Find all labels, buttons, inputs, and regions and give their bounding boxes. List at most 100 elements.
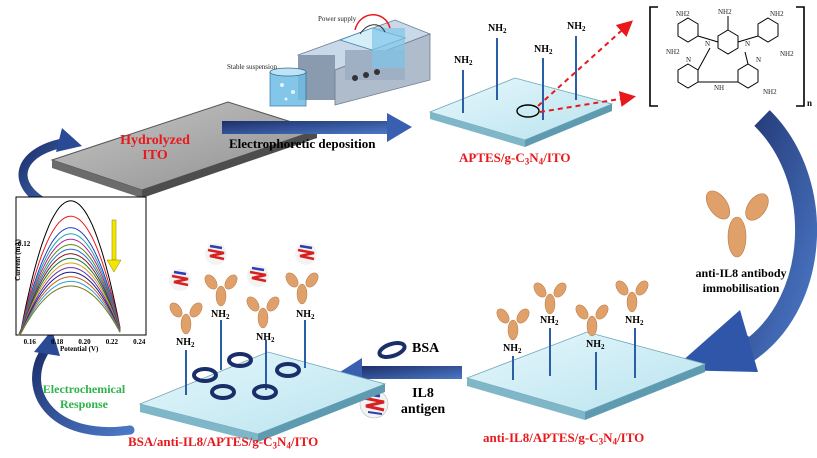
chem-n: N	[705, 40, 711, 48]
chem-n: N	[756, 56, 762, 64]
nh2-main: NH	[625, 315, 640, 326]
chem-n: N	[686, 56, 692, 64]
nh2-main: NH	[503, 343, 518, 354]
nh2-sub: 2	[226, 312, 230, 321]
bsa-legend-ring	[377, 341, 407, 359]
polymer-structure	[649, 6, 805, 107]
bsa-legend-label: BSA	[412, 341, 440, 356]
chem-nh2: NH2	[676, 10, 690, 18]
chem-n: N	[745, 40, 751, 48]
nh2-sub: 2	[503, 26, 507, 35]
nh2-label: NH2	[567, 21, 586, 32]
nh2-label: NH2	[503, 343, 522, 354]
hydrolyzed-ito-label: Hydrolyzed ITO	[110, 133, 200, 163]
bsa-label-end: /ITO	[290, 434, 319, 449]
nh2-main: NH	[256, 332, 271, 343]
hydrolyzed-line2: ITO	[142, 148, 168, 163]
nh2-sub: 2	[640, 318, 644, 327]
cv-curve	[18, 262, 121, 336]
nh2-main: NH	[540, 315, 555, 326]
cv-curve	[18, 233, 121, 336]
il8-antigen-label: IL8 antigen	[398, 386, 448, 418]
nh2-label: NH2	[176, 337, 195, 348]
cv-curve	[18, 280, 121, 336]
electrophoresis-apparatus	[269, 14, 432, 107]
stable-suspension-label: Stable suspension	[227, 63, 277, 71]
cv-curve	[18, 271, 121, 336]
nh2-label: NH2	[211, 309, 230, 320]
anti-il8-label-sub2: 4	[612, 436, 618, 447]
cv-curve	[18, 267, 121, 336]
nh2-main: NH	[176, 337, 191, 348]
nh2-main: NH	[454, 55, 469, 66]
cv-curve	[18, 253, 121, 336]
nh2-sub: 2	[555, 318, 559, 327]
aptes-label-mid: N	[529, 150, 539, 165]
chem-nh2: NH2	[780, 50, 794, 58]
nh2-sub: 2	[191, 340, 195, 349]
nh2-main: NH	[211, 309, 226, 320]
bsa-label: BSA/anti-IL8/APTES/g-C3N4/ITO	[128, 434, 318, 450]
bsa-label-main: BSA/anti-IL8/APTES/g-C	[128, 434, 273, 449]
nh2-label: NH2	[296, 309, 315, 320]
cv-curve	[18, 215, 121, 336]
aptes-plate	[428, 36, 614, 147]
cv-curve	[18, 257, 121, 336]
x-tick-label: 0.16	[24, 338, 37, 346]
x-tick-label: 0.22	[106, 338, 119, 346]
nh2-main: NH	[534, 44, 549, 55]
nh2-label: NH2	[488, 23, 507, 34]
decrease-arrow-head	[106, 259, 122, 273]
nh2-label: NH2	[256, 332, 275, 343]
bsa-plate	[138, 320, 387, 442]
bsa-label-sub1: 3	[272, 440, 278, 451]
cv-curve	[18, 244, 121, 336]
aptes-label-main: APTES/g-C	[459, 150, 525, 165]
nh2-label: NH2	[454, 55, 473, 66]
y-tick-label: 0.12	[18, 240, 31, 248]
cv-curve	[18, 276, 121, 336]
cv-curve	[18, 238, 121, 336]
aptes-label-sub1: 3	[524, 156, 530, 167]
attached-antibodies-right	[496, 280, 649, 341]
x-tick-label: 0.24	[133, 338, 146, 346]
electrochem-line1: Electrochemical	[42, 382, 126, 396]
electrophoretic-label: Electrophoretic deposition	[229, 136, 376, 151]
curved-arrow-bottom-left	[32, 345, 135, 436]
bsa-label-mid: N	[277, 434, 287, 449]
anti-il8-label-mid: N	[603, 430, 613, 445]
attached-antibodies-left	[169, 272, 319, 335]
chart-xlabel: Potential (V)	[60, 345, 99, 353]
nh2-sub: 2	[311, 312, 315, 321]
nh2-sub: 2	[518, 346, 522, 355]
nh2-label: NH2	[586, 339, 605, 350]
floating-antibody	[705, 190, 769, 258]
nh2-main: NH	[296, 309, 311, 320]
bound-antigens	[169, 243, 317, 291]
anti-il8-plate	[465, 328, 707, 420]
nh2-main: NH	[488, 23, 503, 34]
nh2-label: NH2	[540, 315, 559, 326]
chem-nh2: NH2	[718, 8, 732, 16]
nh2-sub: 2	[582, 24, 586, 33]
antibody-line2: immobilisation	[702, 281, 780, 295]
chem-nh2: NH2	[666, 48, 680, 56]
cv-curve	[18, 200, 121, 336]
il8-line2: antigen	[400, 402, 446, 417]
decrease-arrow-shaft	[111, 219, 117, 261]
chart-ylabel: Current (mA)	[14, 239, 22, 281]
il8-line1: IL8	[412, 386, 434, 401]
hydrolyzed-line1: Hydrolyzed	[120, 133, 190, 148]
bsa-label-sub2: 4	[286, 440, 291, 451]
nh2-label: NH2	[534, 44, 553, 55]
antibody-line1: anti-IL8 antibody	[695, 266, 787, 280]
curved-arrow-right	[672, 110, 817, 372]
chem-nh2: NH2	[763, 88, 777, 96]
chem-nh: NH	[714, 84, 725, 92]
x-tick-label: 0.20	[78, 338, 91, 346]
nh2-main: NH	[586, 339, 601, 350]
chem-nh2: NH2	[770, 10, 784, 18]
